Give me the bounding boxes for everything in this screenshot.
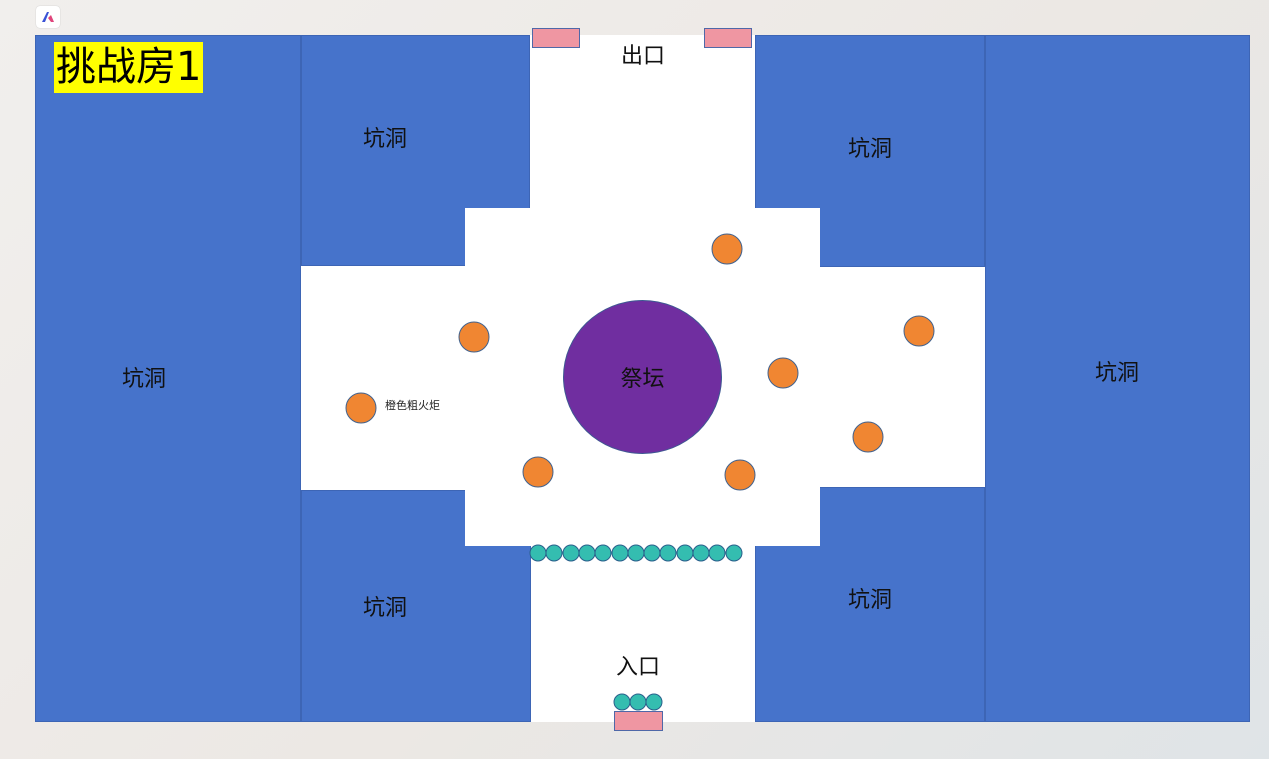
bead xyxy=(594,544,612,562)
bead xyxy=(708,544,726,562)
bead xyxy=(645,693,663,711)
pit-label-top-right: 坑洞 xyxy=(847,137,893,162)
bead xyxy=(629,693,647,711)
bead xyxy=(545,544,563,562)
bead xyxy=(659,544,677,562)
bead xyxy=(562,544,580,562)
pit-label-bottom-left: 坑洞 xyxy=(362,596,408,621)
torch xyxy=(345,392,377,424)
floor-notch-bottom-right xyxy=(750,486,820,546)
floor-notch-top-right xyxy=(750,208,820,268)
torch xyxy=(522,456,554,488)
pit-label-far-right: 坑洞 xyxy=(1094,361,1140,386)
altar: 祭坛 xyxy=(563,300,722,454)
torch xyxy=(903,315,935,347)
pit-far-left xyxy=(35,35,301,722)
exit-label: 出口 xyxy=(620,44,666,69)
room-title: 挑战房1 xyxy=(54,42,204,93)
room-map: 挑战房1 坑洞 坑洞 坑洞 坑洞 坑洞 坑洞 出口 祭坛 橙色粗火炬 入口 xyxy=(35,28,1250,731)
bead xyxy=(676,544,694,562)
entrance-label: 入口 xyxy=(615,655,661,680)
torch xyxy=(724,459,756,491)
entrance-gate xyxy=(614,711,663,731)
floor-notch-bottom-left xyxy=(465,488,535,546)
bead xyxy=(643,544,661,562)
bead xyxy=(692,544,710,562)
floor-notch-top-left xyxy=(465,208,535,268)
torch-legend-label: 橙色粗火炬 xyxy=(385,399,440,412)
bead xyxy=(578,544,596,562)
bead xyxy=(613,693,631,711)
bead xyxy=(611,544,628,562)
pit-label-bottom-right: 坑洞 xyxy=(847,588,893,613)
pit-label-top-left: 坑洞 xyxy=(362,127,408,152)
app-logo-icon[interactable] xyxy=(36,6,60,28)
pit-label-far-left: 坑洞 xyxy=(121,367,167,392)
exit-gate-left xyxy=(532,28,580,48)
bead xyxy=(627,544,645,562)
altar-label: 祭坛 xyxy=(620,367,665,392)
bead xyxy=(529,544,547,562)
torch xyxy=(767,357,799,389)
exit-gate-right xyxy=(704,28,752,48)
bead xyxy=(725,544,743,562)
torch xyxy=(458,321,490,353)
torch xyxy=(711,233,743,265)
torch xyxy=(852,421,884,453)
pit-far-right xyxy=(985,35,1250,722)
